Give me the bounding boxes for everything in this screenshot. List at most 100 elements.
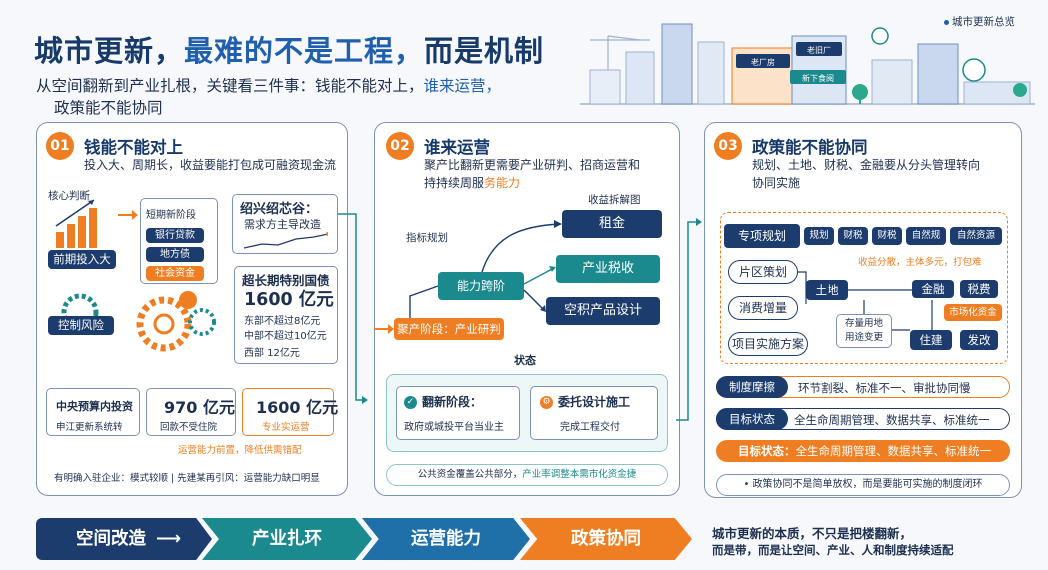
- capability-center-box: 能力跨阶: [438, 272, 524, 300]
- policy-tag-natural-2: 自然资源: [950, 227, 1002, 245]
- city-skyline-illustration: 老厂房 老旧厂 新下食阅: [580, 23, 1035, 105]
- finance-node: 金融: [912, 280, 954, 298]
- shaoxing-case-subtitle: 需求方主导改造: [244, 218, 321, 231]
- flow-step-policy: 政策协同: [520, 518, 692, 560]
- tax-fee-node: 税费: [960, 280, 998, 298]
- core-judgment-label: 核心判断: [48, 190, 90, 202]
- coordination-map-frame: [720, 212, 1008, 364]
- income-breakdown-title: 收益拆解图: [588, 194, 641, 206]
- percent-badge-icon: [962, 58, 986, 82]
- page-subtitle-line2: 政策能不能协同: [54, 99, 163, 117]
- central-budget-title: 中央预算内投资: [56, 400, 133, 413]
- special-bond-title: 超长期特别国债: [242, 273, 330, 288]
- target-text: 全生命周期管理、数据共享、标准统一: [794, 413, 990, 427]
- market-fund-node: 市场化资金: [944, 304, 1002, 321]
- design-construction-title: 委托设计施工: [558, 395, 631, 409]
- operations-front-note: 运营能力前置，降低供需错配: [178, 445, 302, 456]
- arrow-right-icon: [118, 210, 138, 220]
- essence-line1: 城市更新的本质，不只是把楼翻新，: [712, 526, 913, 541]
- central-budget-sub: 申江更新系统转: [56, 422, 123, 433]
- gear-icon: [188, 308, 216, 336]
- central-quota: 中部不超过10亿元: [244, 331, 327, 342]
- building-sign-2: 老旧厂: [807, 45, 831, 55]
- wifi-badge-icon: [871, 27, 889, 45]
- flow-step-space: 空间改造⟶: [36, 518, 212, 560]
- policy-tag-fiscal-1: 财税: [838, 227, 868, 245]
- income-dispersion-note: 收益分散，主体多元，打包难: [858, 257, 982, 268]
- early-investment-label: 前期投入大: [48, 250, 116, 269]
- west-quota: 西部 12亿元: [244, 348, 300, 359]
- trend-line-icon: [244, 232, 328, 249]
- target-label: 目标状态: [716, 408, 788, 430]
- settings-icon: ⚙: [540, 396, 553, 409]
- bar-chart-icon: [55, 199, 97, 248]
- consumption-growth-pill: 消费增量: [728, 296, 798, 320]
- land-node: 土地: [806, 280, 848, 300]
- social-capital-tag: 社会资金: [146, 266, 204, 281]
- tree-icon: [852, 84, 868, 104]
- state-label: 状态: [514, 354, 536, 367]
- industry-stage-box: 聚产阶段：产业研判: [394, 318, 504, 340]
- risk-control-label: 控制风险: [48, 316, 114, 335]
- panel1-footer-note: 有明确入驻企业：模式较顺 | 先建某再引风：运营能力缺口明显: [54, 473, 320, 484]
- policy-tag-fiscal-2: 财税: [872, 227, 902, 245]
- design-construction-box: [530, 386, 658, 440]
- panel1-number-badge: 01: [46, 132, 74, 160]
- land-use-change-line2: 用途变更: [844, 332, 883, 343]
- central-budget-card: [46, 388, 140, 436]
- coin-icon: [179, 291, 197, 309]
- product-design-box: 空积产品设计: [546, 297, 660, 325]
- local-bond-tag: 地方债: [146, 247, 204, 262]
- connector-arrow: [338, 213, 368, 404]
- rent-income-box: 租金: [562, 210, 662, 238]
- policy-tag-planning: 规划: [804, 227, 834, 245]
- panel3-number-badge: 03: [714, 132, 742, 160]
- friction-text: 环节割裂、标准不一、审批协同慢: [798, 381, 971, 395]
- special-planning-box: 专项规划: [724, 224, 800, 248]
- land-use-change-box: 存量用地用途变更: [836, 314, 892, 348]
- district-planning-pill: 片区策划: [728, 260, 798, 284]
- bank-loan-tag: 银行贷款: [146, 228, 204, 243]
- page-subtitle-line1: 从空间翻新到产业扎根，关键看三件事：钱能不能对上，谁来运营，: [36, 77, 502, 95]
- amount-1600-card: [242, 388, 334, 436]
- renewal-stage-box: [396, 386, 520, 440]
- panel2-description-line1: 聚产比翻新更需要产业研判、招商运营和: [424, 158, 641, 172]
- flow-step-operation: 运营能力: [362, 518, 530, 560]
- land-use-change-line1: 存量用地: [844, 318, 883, 329]
- friction-label: 制度摩擦: [716, 376, 788, 398]
- industry-tax-box: 产业税收: [556, 255, 660, 283]
- special-bond-amount: 1600 亿元: [244, 290, 334, 310]
- panel3-description-line1: 规划、土地、财税、金融要从分头管理转向: [752, 158, 981, 172]
- coordination-links: [798, 271, 933, 331]
- page-title: 城市更新，最难的不是工程，而是机制: [34, 34, 545, 68]
- arrow-right-icon: [374, 324, 394, 334]
- short-term-stage-label: 短期新阶段: [146, 210, 196, 221]
- shaoxing-case-box: [232, 194, 338, 254]
- housing-node: 住建: [910, 330, 952, 350]
- amount-970-value: 970 亿元: [164, 398, 235, 417]
- indicator-plan-label: 指标规划: [406, 232, 448, 244]
- connector-arrow: [676, 218, 702, 421]
- panel3-footer: • 政策协同不是简单放权，而是要能可实施的制度闭环: [716, 474, 1010, 496]
- amount-1600-value: 1600 亿元: [256, 398, 339, 417]
- panel2-description-line2: 持持续周服务能力: [424, 176, 521, 190]
- panel3-title: 政策能不能协同: [752, 138, 868, 157]
- panel2-title: 谁来运营: [424, 138, 490, 157]
- implementation-plan-pill: 项目实施方案: [728, 332, 808, 356]
- panel2-footer: 公共资金覆盖公共部分，产业率调整本需市化资金捷: [386, 464, 668, 486]
- building-sign-1: 老厂房: [751, 57, 775, 67]
- panel1-description: 投入大、周期长，收益要能打包成可融资现金流: [84, 158, 337, 172]
- amount-970-card: [146, 388, 236, 436]
- gear-icon: [136, 296, 192, 352]
- renewal-stage-sub: 政府或城投平台当业主: [404, 422, 504, 433]
- panel1-title: 钱能不能对上: [84, 138, 183, 157]
- policy-tag-natural-1: 自然规: [906, 227, 946, 245]
- amount-970-sub: 回款不受住院: [160, 422, 218, 433]
- shaoxing-case-title: 绍兴绍芯谷：: [240, 202, 319, 217]
- essence-line2: 而是带，而是让空间、产业、人和制度持续适配: [712, 543, 954, 557]
- panel3-description-line2: 协同实施: [752, 176, 801, 190]
- flow-arrows: [409, 220, 562, 318]
- reform-node: 发改: [960, 330, 998, 350]
- special-bond-box: [234, 266, 338, 364]
- design-construction-sub: 完成工程交付: [560, 422, 620, 433]
